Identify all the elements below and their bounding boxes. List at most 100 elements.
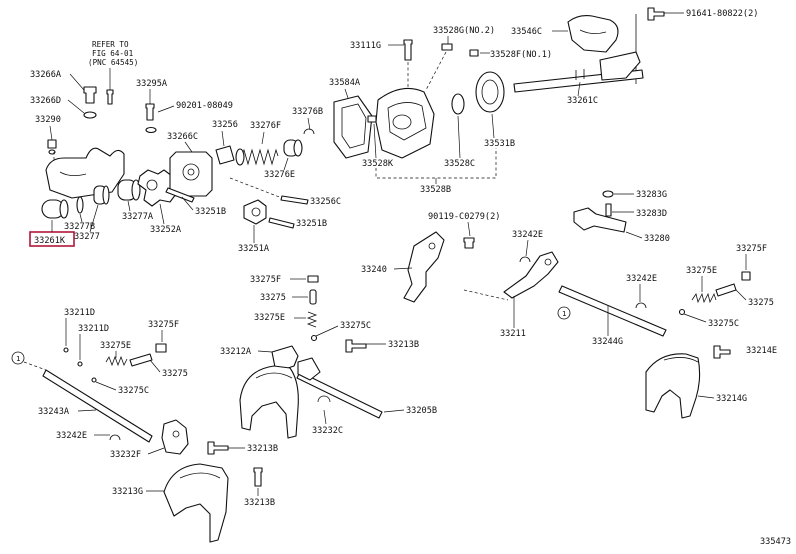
part-33275F-left[interactable]: 33275F <box>148 320 179 353</box>
label-33266D: 33266D <box>30 96 61 106</box>
label-33531B: 33531B <box>484 139 515 149</box>
part-33275C-right[interactable]: 33275C <box>678 308 740 330</box>
part-33528F[interactable]: 33528F(NO.1) <box>469 49 552 60</box>
part-33251A[interactable]: 33251A <box>238 199 270 254</box>
label-33211: 33211 <box>500 329 526 339</box>
part-33256[interactable]: 33256 <box>212 120 238 165</box>
part-33252A[interactable]: 33252A <box>137 169 182 235</box>
label-33256C: 33256C <box>310 197 341 207</box>
label-33261K[interactable]: 33261K <box>34 236 66 246</box>
part-33290[interactable]: 33290 <box>35 115 61 155</box>
ref-1-left: 1 <box>16 354 20 363</box>
part-33251B-2[interactable]: 33251B <box>268 217 327 229</box>
part-33276B[interactable]: 33276B <box>292 107 323 135</box>
part-33243A[interactable]: 1 33243A <box>11 351 153 443</box>
label-33232C: 33232C <box>312 426 343 436</box>
label-33277B: 33277B <box>64 222 95 232</box>
part-33213G[interactable]: 33213G <box>112 463 229 543</box>
part-33276E[interactable]: 33276E <box>264 139 303 180</box>
label-33290: 33290 <box>35 115 61 125</box>
part-33244G[interactable]: 33244G 1 <box>557 285 667 347</box>
label-33277: 33277 <box>74 232 100 242</box>
part-33275-right[interactable]: 33275 <box>715 283 774 308</box>
part-33211[interactable]: 33211 <box>463 251 559 339</box>
part-90119-C0279[interactable]: 90119-C0279(2) <box>428 212 500 249</box>
part-90201-08049[interactable]: 90201-08049 <box>145 101 233 134</box>
label-33266C: 33266C <box>167 132 198 142</box>
part-33277B[interactable]: 33277B <box>64 196 95 232</box>
part-33275C-left[interactable]: 33275C <box>91 377 149 396</box>
part-33111G[interactable]: 33111G <box>350 39 413 90</box>
label-33213G: 33213G <box>112 487 143 497</box>
label-33205B: 33205B <box>406 406 437 416</box>
part-33242E-3[interactable]: 33242E <box>56 431 121 441</box>
part-33295A[interactable]: 33295A <box>136 79 168 121</box>
note-line-2: FIG 64-01 <box>92 49 134 58</box>
part-33280[interactable]: 33280 <box>573 207 670 244</box>
part-33531B[interactable]: 33531B <box>475 71 515 149</box>
part-33242E-1[interactable]: 33242E <box>512 230 543 263</box>
label-33213B-1: 33213B <box>388 340 419 350</box>
part-33528C[interactable]: 33528C <box>444 93 475 169</box>
part-33275F-right[interactable]: 33275F <box>736 244 767 281</box>
part-33275E-right[interactable]: 33275E <box>686 266 717 304</box>
part-91641-80822[interactable]: 91641-80822(2) <box>635 7 758 84</box>
part-33266C[interactable]: 33266C <box>167 132 213 197</box>
part-33546C[interactable]: 33546C <box>511 15 619 53</box>
label-33211D-1: 33211D <box>64 308 95 318</box>
part-case-block[interactable] <box>45 147 125 199</box>
label-33276F: 33276F <box>250 121 281 131</box>
label-33242E-3: 33242E <box>56 431 87 441</box>
part-33251B-pin[interactable]: 33251B <box>165 187 226 217</box>
part-33205B[interactable]: 33205B <box>296 357 437 419</box>
label-33275F-2: 33275F <box>250 275 281 285</box>
part-33283G[interactable]: 33283G <box>602 190 667 200</box>
part-33276F[interactable]: 33276F <box>235 121 281 166</box>
part-33528B[interactable]: 33528B <box>375 148 497 195</box>
label-33243A: 33243A <box>38 407 70 417</box>
part-33261C[interactable]: 33261C <box>513 51 644 106</box>
label-33275-2: 33275 <box>260 293 286 303</box>
part-33242E-2[interactable]: 33242E <box>626 274 657 309</box>
part-note-bolt[interactable] <box>106 89 114 105</box>
note-line-1: REFER TO <box>92 40 129 49</box>
part-33277[interactable]: 33277 <box>74 185 110 242</box>
part-33214E[interactable]: 33214E <box>713 345 777 359</box>
part-33584A[interactable]: 33584A <box>329 78 373 159</box>
label-33277A: 33277A <box>122 212 154 222</box>
part-33261K[interactable]: 33261K <box>29 199 75 247</box>
part-33275F-mid[interactable]: 33275F <box>250 275 319 285</box>
part-33283D[interactable]: 33283D <box>605 203 667 219</box>
part-33528G[interactable]: 33528G(NO.2) <box>425 26 495 91</box>
part-33275E-left[interactable]: 33275E <box>100 341 131 367</box>
part-33275-left[interactable]: 33275 <box>129 353 188 379</box>
part-33232F[interactable]: 33232F <box>110 419 189 460</box>
label-33275F-1: 33275F <box>736 244 767 254</box>
part-33212A[interactable]: 33212A <box>220 345 299 439</box>
part-33266D[interactable]: 33266D <box>30 96 97 119</box>
part-33213B-3[interactable]: 33213B <box>244 467 275 508</box>
part-33211D-1[interactable]: 33211D <box>63 308 95 353</box>
part-33275-mid[interactable]: 33275 <box>260 289 317 305</box>
part-33256C[interactable]: 33256C <box>229 177 341 207</box>
label-33275-3: 33275 <box>162 369 188 379</box>
part-33266A[interactable]: 33266A <box>30 70 97 104</box>
label-33528F: 33528F(NO.1) <box>490 50 552 60</box>
part-33240[interactable]: 33240 <box>361 231 445 303</box>
label-33275F-3: 33275F <box>148 320 179 330</box>
label-90119: 90119-C0279(2) <box>428 212 500 222</box>
part-33275E-mid[interactable]: 33275E <box>254 311 318 328</box>
part-33213B-2[interactable]: 33213B <box>207 441 278 455</box>
label-33242E-2: 33242E <box>626 274 657 284</box>
part-33213B-1[interactable]: 33213B <box>345 339 419 353</box>
part-33528K[interactable]: 33528K <box>362 115 394 169</box>
part-33214G[interactable]: 33214G <box>645 353 747 419</box>
part-33277A[interactable]: 33277A <box>117 179 154 222</box>
label-33213B-3: 33213B <box>244 498 275 508</box>
part-33232C[interactable]: 33232C <box>312 395 343 436</box>
label-33251B-2: 33251B <box>296 219 327 229</box>
part-extension-housing[interactable] <box>375 87 435 159</box>
part-33211D-2[interactable]: 33211D <box>77 324 109 367</box>
part-33275C-mid[interactable]: 33275C <box>310 321 372 342</box>
